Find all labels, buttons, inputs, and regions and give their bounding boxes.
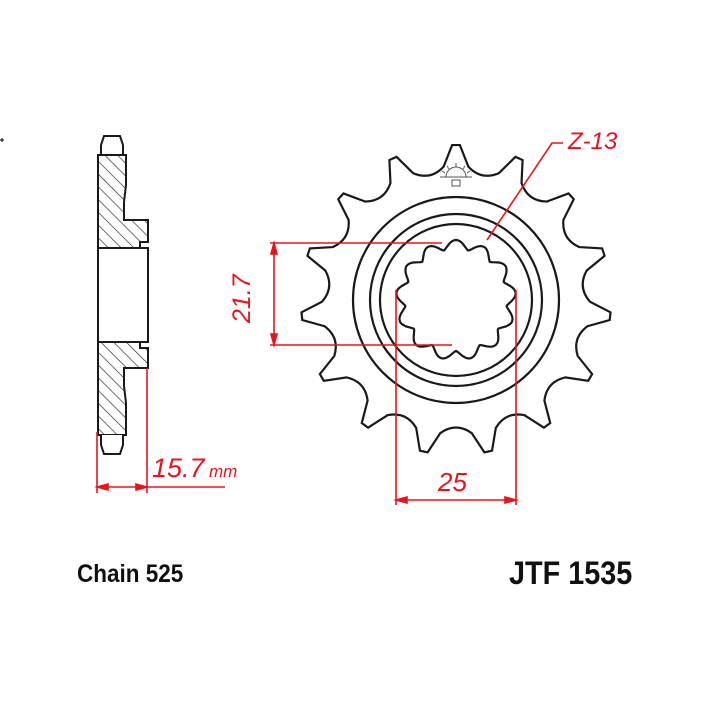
offset-unit: mm [209, 462, 238, 481]
spline-bore-outline [395, 238, 517, 360]
teeth-count-leader [486, 142, 563, 241]
teeth-count-label: Z-13 [568, 128, 618, 155]
offset-dimension [93, 368, 225, 493]
chain-label: Chain 525 [77, 560, 184, 588]
sprocket-teeth-outline [300, 143, 612, 454]
spline-height-label: 21.7 [228, 274, 256, 323]
brand-logo-icon [440, 163, 472, 187]
spline-width-dimension [392, 290, 520, 505]
spline-width-label: 25 [438, 467, 467, 497]
corner-mark [0, 138, 4, 142]
offset-value: 15.7 [152, 453, 205, 483]
side-section-view [97, 135, 149, 455]
sprocket-front-view [300, 143, 612, 454]
part-number-label: JTF 1535 [509, 555, 633, 591]
offset-value-label: 15.7 mm [152, 453, 237, 484]
spline-height-dimension [269, 239, 452, 349]
